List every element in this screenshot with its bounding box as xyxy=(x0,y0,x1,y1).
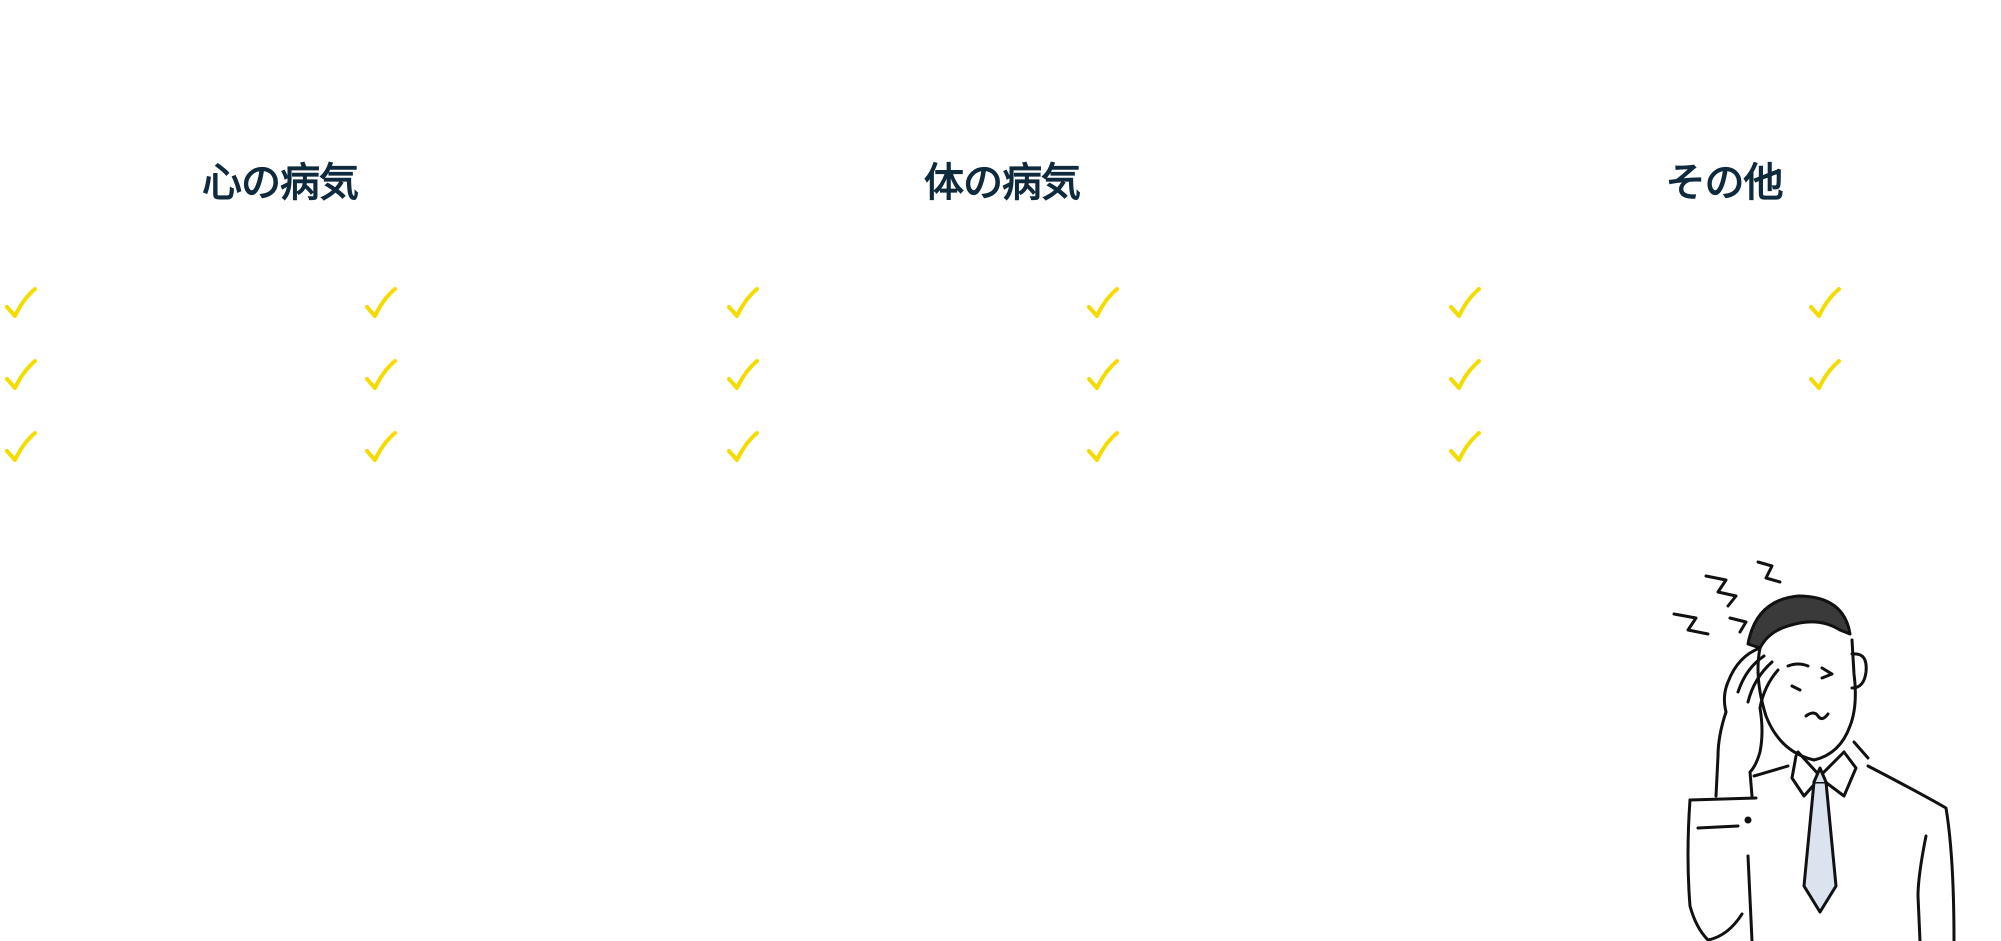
headache-businessman-illustration xyxy=(1672,560,1956,941)
category-title: 体の病気 xyxy=(924,160,1081,206)
list-item xyxy=(722,412,1082,484)
list-item xyxy=(0,340,360,412)
checkmark-icon xyxy=(365,431,397,462)
checkmark-icon xyxy=(1809,287,1841,318)
checkmark-icon xyxy=(727,431,759,462)
checkmark-icon xyxy=(365,359,397,390)
checkmark-icon xyxy=(5,287,37,318)
list-item xyxy=(1804,268,2001,340)
checkmark-icon xyxy=(1449,359,1481,390)
category-title: その他 xyxy=(1665,160,1784,206)
checkmark-icon xyxy=(1087,359,1119,390)
checkmark-icon xyxy=(5,359,37,390)
checkmark-icon xyxy=(365,287,397,318)
list-item xyxy=(1444,340,1804,412)
symptom-list xyxy=(722,268,1442,484)
checkmark-icon xyxy=(1087,287,1119,318)
list-item xyxy=(1082,412,1442,484)
category-other: その他 xyxy=(1444,140,2001,480)
symptom-list xyxy=(1444,268,2001,484)
list-item xyxy=(1082,340,1442,412)
list-item xyxy=(1804,340,2001,412)
list-item xyxy=(722,268,1082,340)
checkmark-icon xyxy=(727,359,759,390)
category-body: 体の病気 xyxy=(722,140,1442,480)
list-item xyxy=(722,340,1082,412)
list-item xyxy=(0,268,360,340)
list-item xyxy=(360,340,720,412)
list-item xyxy=(360,268,720,340)
symptom-list xyxy=(0,268,720,484)
list-item xyxy=(1082,268,1442,340)
checkmark-icon xyxy=(1087,431,1119,462)
list-item xyxy=(1444,412,1804,484)
checkmark-icon xyxy=(5,431,37,462)
checkmark-icon xyxy=(1449,431,1481,462)
list-item xyxy=(0,412,360,484)
checkmark-icon xyxy=(1809,359,1841,390)
category-mind: 心の病気 xyxy=(0,140,720,480)
category-title: 心の病気 xyxy=(202,160,359,206)
checkmark-icon xyxy=(727,287,759,318)
list-item xyxy=(1444,268,1804,340)
checkmark-icon xyxy=(1449,287,1481,318)
list-item xyxy=(360,412,720,484)
